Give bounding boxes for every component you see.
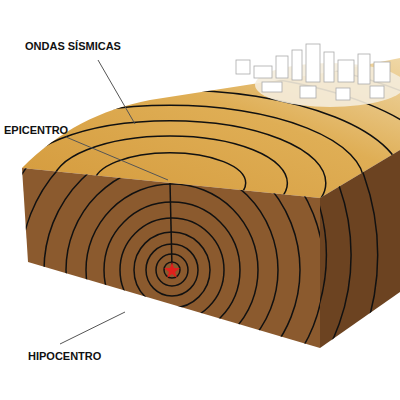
focus-line — [170, 183, 172, 268]
wave-ring — [104, 202, 240, 338]
wave-ring — [117, 184, 246, 327]
wave-ring — [81, 144, 282, 367]
city-buildings — [236, 44, 400, 107]
leader-line — [60, 312, 125, 344]
wave-ring — [120, 218, 224, 322]
wave-ring — [0, 92, 350, 400]
wave-ring — [13, 68, 351, 400]
part-label: ONDAS SÍSMICAS — [25, 40, 121, 53]
side-face — [320, 150, 400, 348]
wave-ring — [157, 228, 206, 283]
wave-ring — [174, 247, 189, 264]
hypocenter-star — [164, 262, 180, 278]
seismic-waves — [0, 39, 400, 400]
wave-ring — [133, 200, 232, 309]
wave-ring — [66, 164, 278, 376]
leader-line — [98, 60, 135, 124]
part-label: HIPOCENTRO — [28, 350, 101, 363]
wave-ring — [164, 262, 180, 278]
wave-ring — [20, 118, 324, 400]
wave-ring — [0, 64, 378, 400]
wave-ring — [86, 184, 258, 356]
part-label: EPICENTRO — [4, 124, 68, 137]
wave-ring — [146, 215, 218, 295]
leader-line — [66, 137, 168, 180]
wave-ring — [60, 121, 303, 390]
wave-ring — [0, 53, 400, 314]
wave-ring — [0, 90, 400, 277]
wave-ring — [0, 105, 364, 260]
wave-ring — [100, 165, 263, 346]
